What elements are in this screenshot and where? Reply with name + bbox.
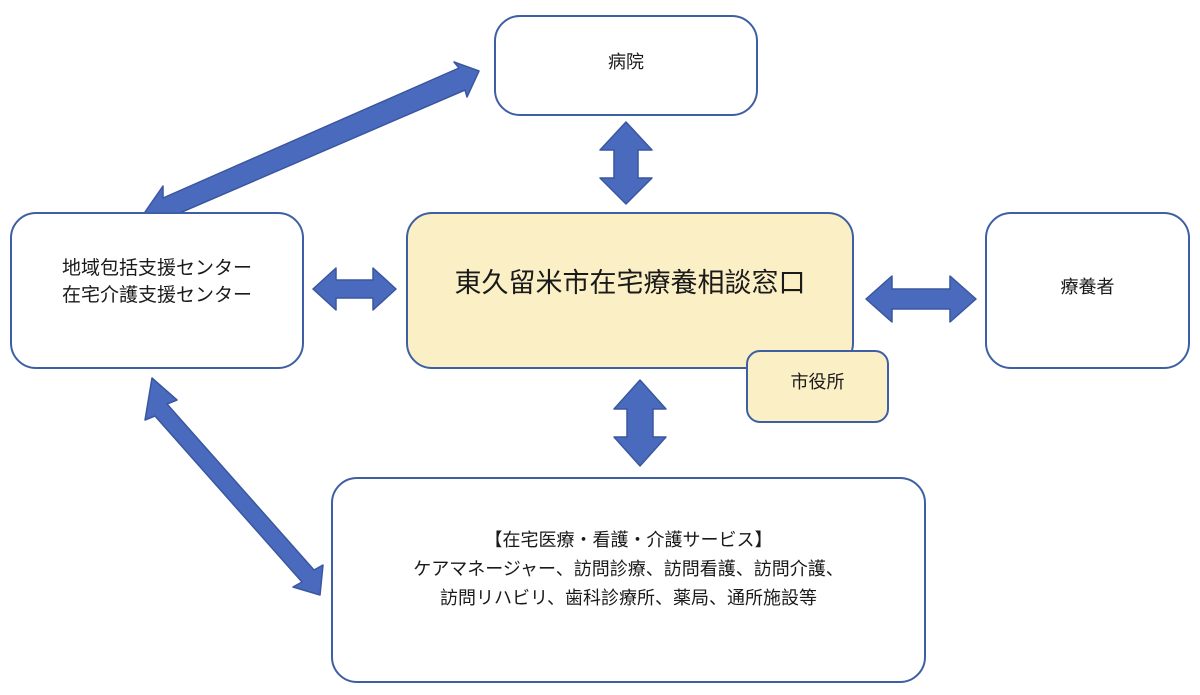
- regional-center-box: 地域包括支援センター 在宅介護支援センター: [10, 212, 304, 369]
- consultation-window-box: 東久留米市在宅療養相談窓口: [406, 212, 854, 369]
- arrow-center-patient: [865, 275, 977, 323]
- services-list-2: 訪問リハビリ、歯科診療所、薬局、通所施設等: [440, 587, 817, 609]
- services-heading: 【在宅医療・看護・介護サービス】: [484, 529, 773, 551]
- services-box: 【在宅医療・看護・介護サービス】 ケアマネージャー、訪問診療、訪問看護、訪問介護…: [331, 477, 926, 683]
- regional-center-label-1: 地域包括支援センター: [61, 256, 252, 279]
- arrow-hospital-regional: [144, 61, 480, 226]
- patient-label: 療養者: [1060, 276, 1115, 298]
- arrow-center-services: [613, 379, 667, 467]
- consultation-window-label: 東久留米市在宅療養相談窓口: [454, 268, 806, 299]
- city-office-box: 市役所: [746, 350, 889, 423]
- arrow-hospital-center: [599, 121, 653, 205]
- city-office-label: 市役所: [790, 371, 845, 393]
- patient-box: 療養者: [985, 212, 1190, 369]
- regional-center-label-2: 在宅介護支援センター: [61, 283, 252, 306]
- arrow-regional-center: [312, 267, 397, 311]
- hospital-label: 病院: [608, 51, 644, 73]
- arrow-regional-services: [144, 377, 324, 596]
- hospital-box: 病院: [494, 15, 758, 116]
- services-list-1: ケアマネージャー、訪問診療、訪問看護、訪問介護、: [413, 558, 844, 580]
